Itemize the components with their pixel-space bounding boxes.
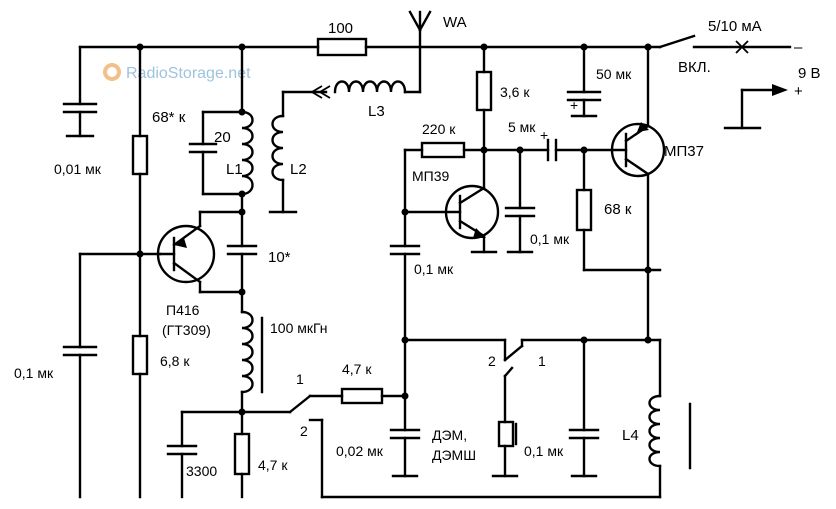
label-c-5mk: 5 мк xyxy=(508,119,536,135)
label-plus: + xyxy=(794,83,803,100)
label-r-47k: 4,7 к xyxy=(342,361,372,377)
label-c-001: 0,01 мк xyxy=(54,161,102,177)
label-r-top: 100 xyxy=(328,20,353,37)
label-l3: L3 xyxy=(368,103,385,120)
capacitor-0-02 xyxy=(389,428,421,478)
label-antenna: WA xyxy=(443,14,467,31)
resistor-100 xyxy=(316,37,368,57)
label-c-01-left: 0,1 мк xyxy=(14,365,54,381)
label-l4: L4 xyxy=(622,427,639,444)
label-c-50mk-plus: + xyxy=(570,97,578,113)
transistor-mp39 xyxy=(403,148,500,254)
capacitor-3300 xyxy=(166,410,292,499)
capacitor-0-01 xyxy=(62,45,98,138)
power-switch-x xyxy=(735,40,749,54)
top-rail xyxy=(78,34,792,57)
label-r-36k: 3,6 к xyxy=(500,84,530,100)
capacitor-0-1-t2 xyxy=(504,148,536,254)
coil-l1 xyxy=(240,110,254,196)
label-t3: МП37 xyxy=(664,143,704,160)
label-t1-b: (ГТ309) xyxy=(162,322,211,338)
capacitor-5mk xyxy=(546,138,614,162)
watermark-text: RadioStorage.net xyxy=(126,65,251,82)
label-c-20: 20 xyxy=(214,129,231,146)
resistor-3-6k xyxy=(475,45,493,152)
label-c-01-mid: 0,1 мк xyxy=(414,261,454,277)
capacitor-0-1-left xyxy=(62,252,162,499)
label-t2: МП39 xyxy=(412,168,450,184)
label-r-220k: 220 к xyxy=(422,121,456,137)
label-voltage: 9 В xyxy=(798,65,821,82)
label-c-3300: 3300 xyxy=(186,463,217,479)
label-sw-1: 1 xyxy=(296,371,304,387)
labels: 100 WA 5/10 мА ВКЛ. – 9 В + 0,01 мк 68* … xyxy=(14,14,821,479)
junction-dots xyxy=(136,43,652,416)
label-r-68k-right: 68 к xyxy=(604,201,632,218)
label-l2: L2 xyxy=(290,161,307,178)
label-r-68: 6,8 к xyxy=(160,353,190,369)
switch-s1 xyxy=(288,394,662,499)
label-r-68k: 68* к xyxy=(152,109,186,126)
watermark-logo: RadioStorage.net xyxy=(103,63,251,82)
label-c-5mk-plus: + xyxy=(540,127,548,143)
switch-s2 xyxy=(403,338,662,424)
label-phones-a: ДЭМ, xyxy=(432,427,467,443)
label-c-01-right: 0,1 мк xyxy=(524,443,564,459)
resistor-6-8k xyxy=(131,334,149,376)
coil-l4 xyxy=(648,338,692,499)
headphones-dem xyxy=(491,420,519,478)
capacitor-10 xyxy=(226,210,258,294)
transistor-mp37 xyxy=(610,45,666,342)
label-r-47k-bottom: 4,7 к xyxy=(258,457,288,473)
resistor-4-7k xyxy=(340,387,407,405)
label-minus: – xyxy=(794,39,803,56)
choke-100uh xyxy=(240,290,264,414)
label-choke: 100 мкГн xyxy=(270,320,328,336)
label-c-01-t2: 0,1 мк xyxy=(530,231,570,247)
label-c-10: 10* xyxy=(268,249,291,266)
tank-circuit xyxy=(188,45,298,214)
label-c-50mk: 50 мк xyxy=(596,66,632,82)
label-l1: L1 xyxy=(226,161,243,178)
coil-l2 xyxy=(271,114,285,182)
label-c-002: 0,02 мк xyxy=(336,443,384,459)
label-current: 5/10 мА xyxy=(708,18,762,35)
label-phones-b: ДЭМШ xyxy=(432,447,476,463)
resistor-68k xyxy=(131,45,149,499)
capacitor-50mk xyxy=(566,45,602,118)
label-sw2-1: 1 xyxy=(538,353,546,369)
resistor-220k xyxy=(403,141,550,214)
battery-terminal-plus xyxy=(723,84,788,130)
antenna-wa xyxy=(408,10,432,32)
resistor-4-7k-bottom xyxy=(233,410,251,499)
transistor-p416 xyxy=(156,210,244,294)
coil-l3 xyxy=(281,28,422,99)
label-sw2-2: 2 xyxy=(488,353,496,369)
capacitor-0-1-right xyxy=(568,338,600,478)
power-switch-blade xyxy=(658,34,696,49)
label-sw-2: 2 xyxy=(300,423,308,439)
label-t1-a: П416 xyxy=(166,302,200,318)
label-switch: ВКЛ. xyxy=(678,59,711,76)
